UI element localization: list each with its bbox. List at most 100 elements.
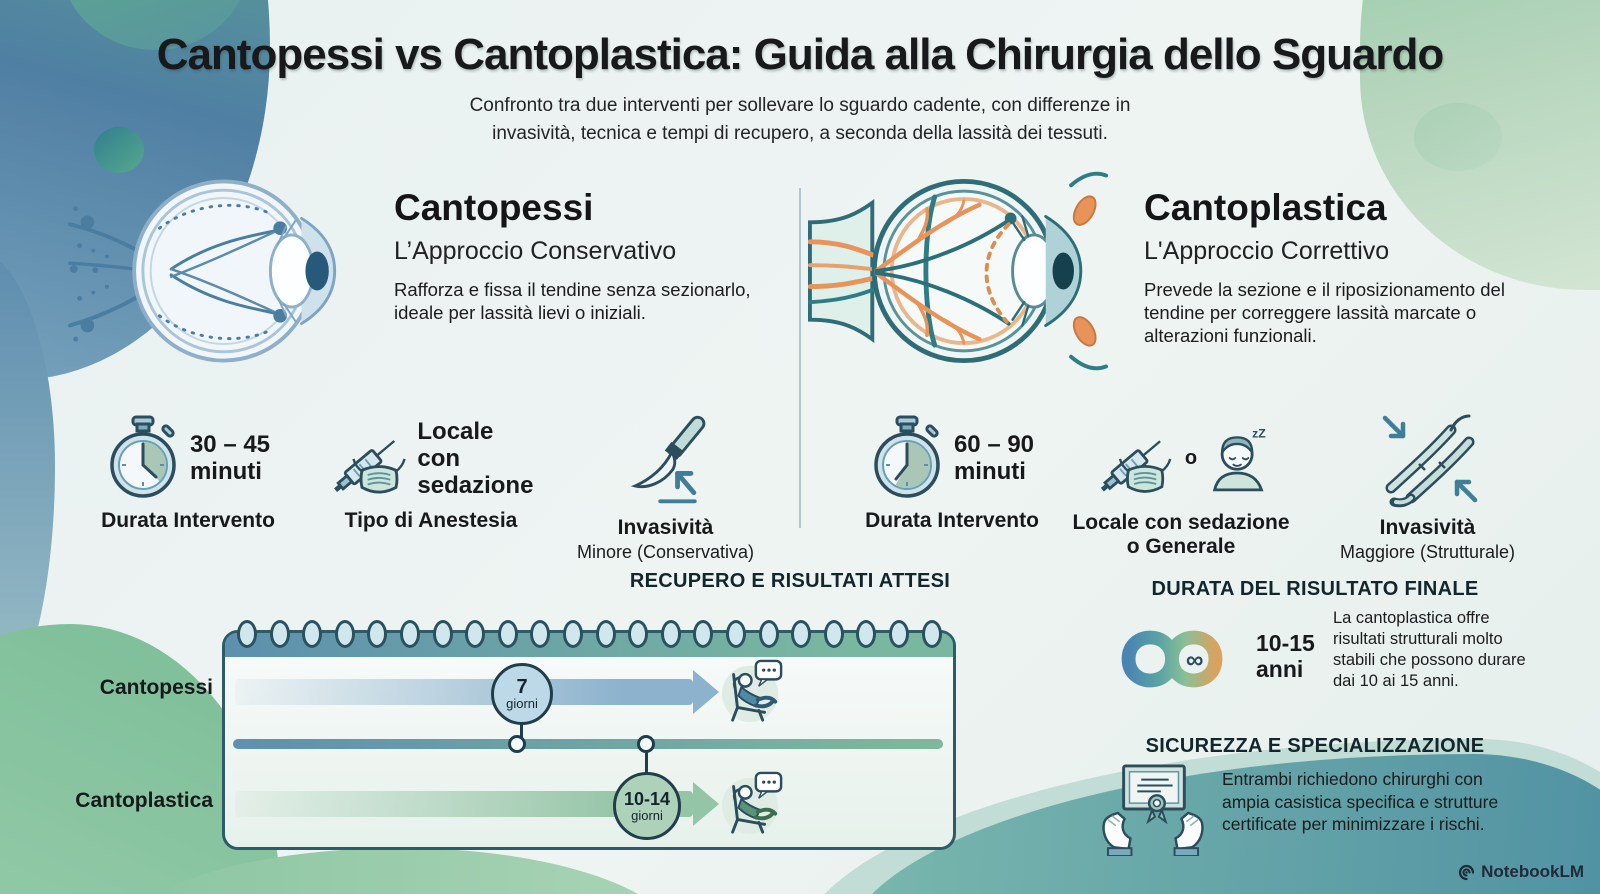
cantoplastica-invasiveness-label: Invasività	[1379, 516, 1476, 539]
result-duration-text: La cantoplastica offre risultati struttu…	[1333, 609, 1526, 690]
spiral-ring	[334, 620, 355, 648]
procedure-cantoplastica: Cantoplastica L'Approccio Correttivo Pre…	[1144, 188, 1524, 347]
badge-stem	[645, 751, 648, 773]
stat-duration-cantoplastica: 60 – 90 minuti Durata Intervento	[852, 415, 1052, 533]
result-duration-years: 10-15 anni	[1256, 630, 1315, 682]
eye-anatomy-corrective-illustration	[808, 171, 1109, 371]
decor-dot-top-right	[1414, 103, 1502, 171]
cantoplastica-description: Prevede la sezione e il riposizionamento…	[1144, 279, 1505, 346]
stopwatch-icon	[110, 415, 176, 498]
cantopessi-anesthesia-line1: Locale con	[417, 417, 494, 472]
infinity-icon: ∞	[1121, 630, 1223, 688]
cantoplastica-recovery-badge: 10-14 giorni	[613, 772, 681, 840]
notebooklm-logo: NotebookLM	[1457, 862, 1584, 882]
notebooklm-icon	[1458, 864, 1475, 880]
cantopessi-subtitle: L’Approccio Conservativo	[394, 237, 677, 265]
spiral-ring	[465, 620, 486, 648]
recovery-calendar-panel: 7 giorni 10-14 giorni	[222, 620, 956, 850]
cantopessi-anesthesia-label: Tipo di Anestesia	[344, 509, 518, 532]
page-title: Cantopessi vs Cantoplastica: Guida alla …	[156, 30, 1445, 79]
cantopessi-invasiveness-detail: Minore (Conservativa)	[576, 542, 755, 562]
page-subtitle-line2: invasività, tecnica e tempi di recupero,…	[492, 123, 1108, 144]
timeline-axis	[233, 739, 943, 749]
safety-text: Entrambi richiedono chirurghi con ampia …	[1222, 769, 1499, 834]
stat-anesthesia-cantopessi: Locale con sedazione Tipo di Anestesia	[326, 415, 536, 533]
spiral-ring	[921, 620, 942, 648]
anesthesia-or-connector: o	[1184, 446, 1198, 469]
cantopessi-invasiveness-label: Invasività	[617, 516, 714, 539]
badge-stem	[520, 721, 523, 741]
cantopessi-description: Rafforza e fissa il tendine senza sezion…	[394, 279, 751, 323]
spiral-ring	[269, 620, 290, 648]
cantopessi-badge-value: 7	[516, 676, 528, 698]
cantopessi-recovery-badge: 7 giorni	[491, 663, 553, 725]
spiral-ring	[660, 620, 681, 648]
spiral-ring	[726, 620, 746, 648]
cantoplastica-duration-label: Durata Intervento	[865, 509, 1039, 532]
cantoplastica-badge-unit: giorni	[631, 808, 663, 823]
timeline-marker-10-14	[637, 735, 655, 753]
cantopessi-duration-unit: minuti	[189, 458, 262, 485]
page-subtitle: Confronto tra due interventi per solleva…	[0, 92, 1600, 148]
spiral-ring	[628, 620, 649, 648]
cantoplastica-title: Cantoplastica	[1144, 187, 1387, 228]
eye-anatomy-conservative-illustration	[67, 179, 337, 363]
stat-anesthesia-cantoplastica: o zZ Locale con sedazione o Generale	[1066, 415, 1296, 559]
timeline-marker-7	[508, 735, 526, 753]
cantoplastica-badge-value: 10-14	[623, 789, 671, 809]
spiral-ring	[856, 620, 877, 648]
cantopessi-recovery-arrowhead	[693, 670, 719, 714]
relaxing-patient-icon	[721, 771, 783, 835]
spiral-ring	[758, 620, 779, 648]
result-duration-value: 10-15	[1256, 630, 1315, 656]
recovery-section-title: RECUPERO E RISULTATI ATTESI	[629, 570, 951, 592]
cantopessi-duration-value: 30 – 45	[189, 431, 271, 458]
spiral-ring	[302, 620, 323, 648]
spiral-ring	[823, 620, 844, 648]
cantoplastica-anesthesia-label-line1: Locale con sedazione	[1072, 511, 1290, 534]
relaxing-patient-icon	[721, 659, 783, 723]
sleeping-patient-icon: zZ	[1212, 426, 1266, 492]
spiral-ring	[497, 620, 518, 648]
spiral-ring	[889, 620, 909, 648]
infinity-symbol-text: ∞	[1186, 647, 1204, 674]
timeline-row-label-cantopessi: Cantopessi	[99, 676, 213, 699]
certificate-hands-icon	[1102, 764, 1204, 856]
surgical-instruments-icon	[1382, 414, 1477, 508]
spiral-ring	[237, 620, 257, 648]
stopwatch-icon	[874, 415, 940, 498]
spiral-ring	[563, 620, 583, 648]
timeline-row-label-cantoplastica: Cantoplastica	[75, 789, 213, 812]
spiral-ring	[791, 620, 812, 648]
cantopessi-recovery-arrow	[235, 679, 693, 705]
cantopessi-anesthesia-line2: sedazione	[417, 471, 534, 499]
cantoplastica-anesthesia-label-line2: o Generale	[1126, 535, 1236, 558]
cantoplastica-recovery-arrowhead	[693, 782, 719, 826]
stat-invasiveness-cantopessi: Invasività Minore (Conservativa)	[568, 412, 763, 563]
spiral-ring	[400, 620, 420, 648]
cantoplastica-duration-unit: minuti	[953, 458, 1026, 485]
scalpel-icon	[630, 415, 705, 504]
syringe-mask-icon	[1100, 440, 1172, 493]
cantopessi-badge-unit: giorni	[506, 696, 538, 711]
decor-dot-top-left	[94, 127, 144, 173]
result-duration-unit: anni	[1256, 656, 1304, 682]
column-divider	[799, 188, 801, 528]
cantoplastica-invasiveness-detail: Maggiore (Strutturale)	[1339, 542, 1516, 562]
cantopessi-title: Cantopessi	[394, 187, 594, 228]
stat-invasiveness-cantoplastica: Invasività Maggiore (Strutturale)	[1330, 408, 1525, 563]
page-subtitle-line1: Confronto tra due interventi per solleva…	[469, 95, 1131, 116]
spiral-ring	[432, 620, 453, 648]
cantopessi-duration-label: Durata Intervento	[101, 509, 275, 532]
procedure-cantopessi: Cantopessi L’Approccio Conservativo Raff…	[394, 188, 774, 324]
spiral-ring	[595, 620, 616, 648]
safety-section-title: SICUREZZA E SPECIALIZZAZIONE	[1145, 735, 1485, 757]
spiral-ring	[530, 620, 551, 648]
cantoplastica-subtitle: L'Approccio Correttivo	[1144, 237, 1390, 265]
result-duration-title: DURATA DEL RISULTATO FINALE	[1151, 578, 1479, 600]
cantoplastica-duration-value: 60 – 90	[953, 431, 1035, 458]
spiral-ring	[367, 620, 388, 648]
stat-duration-cantopessi: 30 – 45 minuti Durata Intervento	[88, 415, 288, 533]
sleep-zz-text: zZ	[1252, 426, 1266, 440]
